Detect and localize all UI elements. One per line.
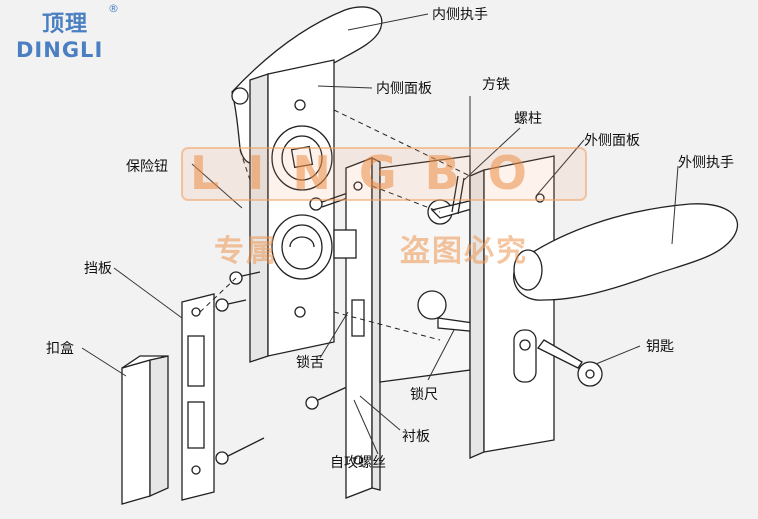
label-screw-post: 螺柱	[514, 111, 542, 127]
outer-handle-shape	[513, 203, 739, 301]
watermark-text: LINGBO	[190, 146, 555, 200]
label-backplate: 衬板	[402, 429, 430, 445]
lower-cylinder-ring	[271, 214, 333, 280]
label-outer-panel: 外侧面板	[584, 133, 640, 149]
watermark-cn-left: 专属	[214, 234, 278, 269]
outer-panel-side	[469, 169, 485, 459]
key-shape	[537, 339, 603, 387]
strike-box-shape	[121, 359, 151, 505]
strike-plate-shape	[181, 293, 215, 501]
logo-english: DINGLI	[16, 38, 104, 62]
label-inner-handle: 内侧执手	[432, 7, 488, 23]
label-strike-box: 扣盒	[46, 341, 74, 357]
logo-registered-mark: ®	[108, 2, 119, 15]
latch-slot	[351, 299, 365, 337]
watermark-cn-right: 盗图必究	[400, 234, 528, 269]
label-latch: 锁舌	[296, 355, 324, 371]
latch-tongue	[333, 229, 357, 259]
key-cylinder	[513, 329, 537, 383]
strike-screw-upper	[215, 298, 247, 312]
screw-post-part	[451, 175, 465, 215]
strike-screw-lower	[215, 437, 265, 465]
logo-chinese: 顶理	[42, 11, 89, 37]
label-outer-handle: 外侧执手	[678, 155, 734, 171]
inner-panel-side	[249, 73, 269, 363]
label-inner-panel: 内侧面板	[376, 81, 432, 97]
label-square-bar: 方铁	[482, 77, 510, 93]
upper-spindle-ring	[271, 125, 333, 191]
label-safety-knob: 保险钮	[126, 159, 168, 175]
label-strike-plate: 挡板	[84, 261, 112, 277]
inner-handle-hub	[231, 87, 249, 105]
watermark-lingbo	[181, 147, 587, 201]
label-key: 钥匙	[646, 339, 674, 355]
label-lock-bolt: 锁尺	[410, 387, 438, 403]
inner-panel-face	[267, 59, 335, 357]
outer-panel-face	[483, 155, 555, 453]
label-self-tapping-screw: 自攻螺丝	[330, 455, 386, 471]
